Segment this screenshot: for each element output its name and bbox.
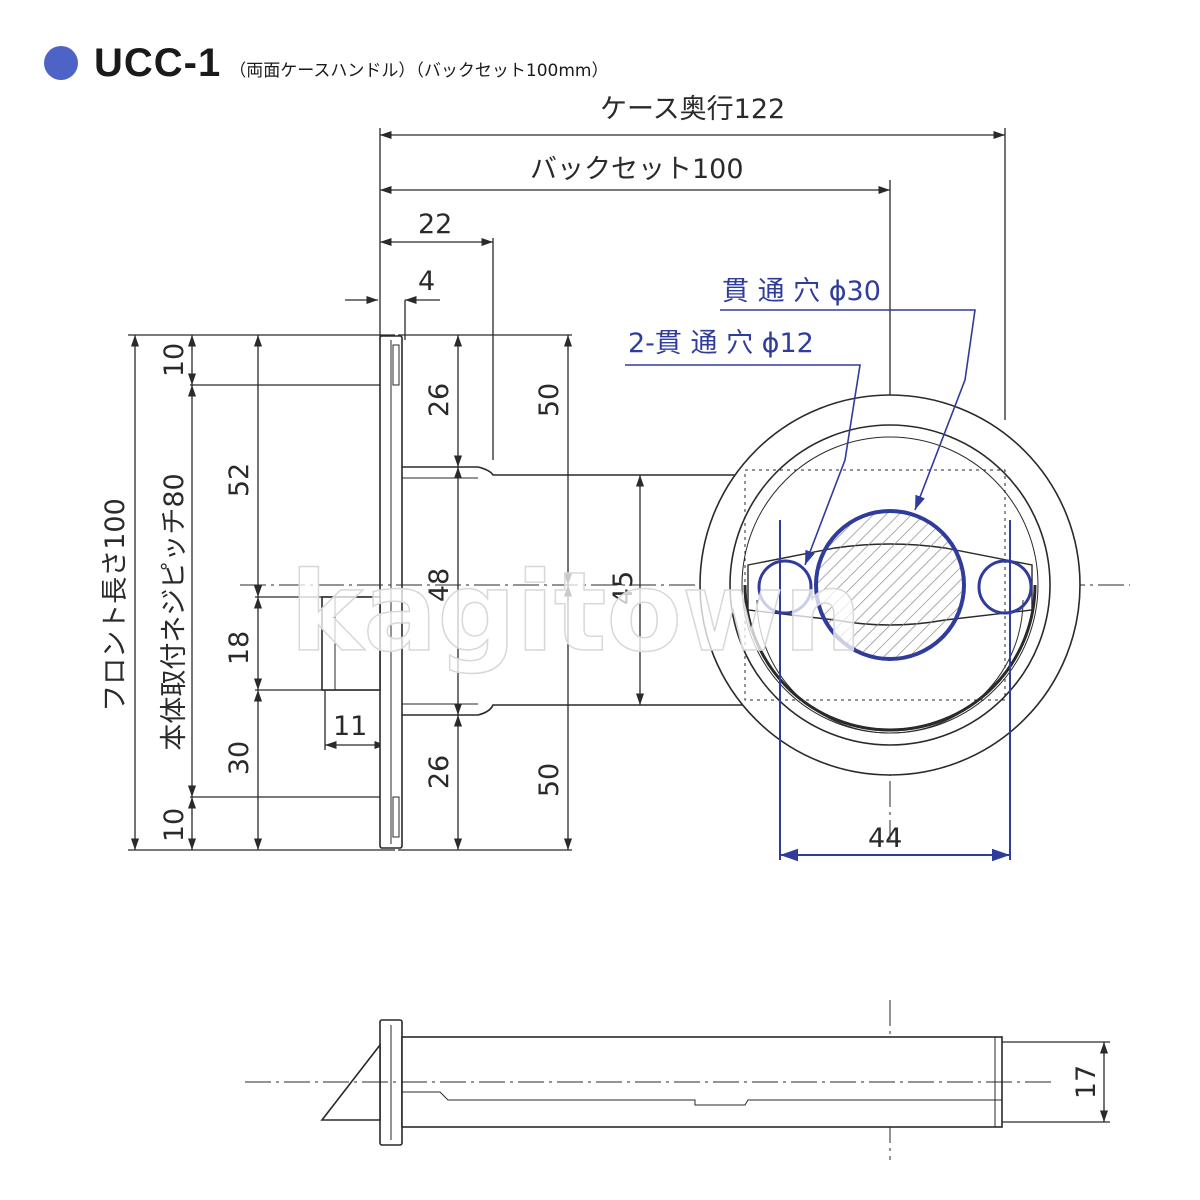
title-bullet-icon [44, 46, 78, 80]
dim-10-bottom-label: 10 [159, 808, 190, 842]
left-dimensions [128, 334, 395, 851]
backset-label: バックセット100 [530, 154, 744, 185]
dim-52-label: 52 [224, 463, 255, 497]
dim-26-bottom-label: 26 [424, 755, 455, 789]
dim-44-label: 44 [868, 823, 902, 854]
title-block: UCC-1 （両面ケースハンドル）（バックセット100mm） [44, 38, 608, 88]
dim-30-label: 30 [224, 741, 255, 775]
top-dimensions [345, 128, 1006, 460]
through-holes [625, 309, 1033, 862]
dim-26-top-label: 26 [424, 383, 455, 417]
dim-4-label: 4 [418, 266, 435, 297]
model-subtitle: （両面ケースハンドル）（バックセット100mm） [229, 60, 609, 81]
dim-22-label: 22 [418, 209, 452, 240]
dim-50-bottom-label: 50 [534, 763, 565, 797]
dim-17-label: 17 [1071, 1065, 1102, 1099]
watermark: kagitown [290, 548, 862, 676]
model-name: UCC-1 [94, 40, 222, 85]
hatch-spindle [816, 511, 964, 659]
dim-11-label: 11 [333, 711, 367, 742]
front-length-label: フロント長さ100 [100, 498, 131, 712]
dim-18-label: 18 [224, 631, 255, 665]
dim-10-top-label: 10 [159, 343, 190, 377]
dim-45-label: 45 [608, 571, 639, 605]
hole12-label: 2-貫 通 穴 ϕ12 [628, 328, 814, 359]
side-view [320, 1000, 1110, 1160]
front-view [321, 335, 746, 849]
screw-pitch-label: 本体取付ネジピッチ80 [159, 473, 190, 750]
dim-50-top-label: 50 [534, 383, 565, 417]
middle-dimensions [398, 334, 645, 851]
case-depth-label: ケース奥行122 [600, 94, 785, 125]
hole30-label: 貫 通 穴 ϕ30 [722, 276, 881, 307]
